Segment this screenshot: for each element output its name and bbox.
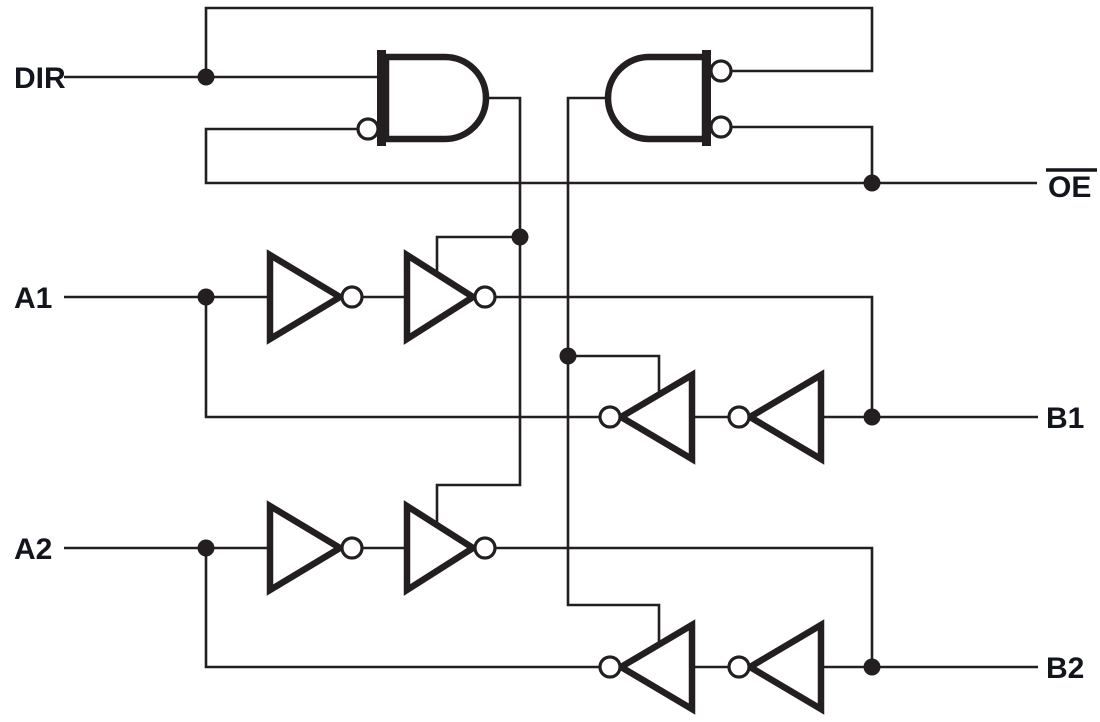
oe-port-label: OE (1048, 171, 1091, 204)
output-bubble (598, 405, 622, 429)
oe-to-reverse-gate-wire (731, 125, 874, 183)
reverse-enable-rail-wire (566, 96, 661, 644)
junction-dot-a2 (197, 539, 215, 557)
a2-to-b2-drive-wire (495, 546, 874, 667)
inverting-input-bubble-top (709, 59, 733, 83)
a1-port-label: A1 (14, 282, 52, 315)
a2-port-label: A2 (14, 533, 52, 566)
b1-port-label: B1 (1046, 402, 1084, 435)
junction-dot-oe (863, 174, 881, 192)
a2-tristate-buffer (403, 500, 497, 596)
buffer-triangle (614, 619, 696, 715)
output-bubble (473, 285, 497, 309)
buffer-triangle (403, 249, 480, 345)
b2-port-label: B2 (1046, 652, 1084, 685)
inverting-input-bubble-bottom (709, 115, 733, 139)
junction-dot-fwd-enable (511, 228, 529, 246)
buffer-triangle (266, 249, 347, 345)
port-labels: DIR A1 A2 OE B1 B2 (14, 62, 1097, 685)
output-bubble (727, 405, 751, 429)
wires (64, 6, 1038, 669)
output-bubble (598, 655, 622, 679)
junction-dots (197, 68, 881, 676)
a2-node-return-wire (204, 548, 599, 669)
inverting-input-bubble (356, 117, 380, 141)
oe-rail-wire (204, 127, 1037, 185)
buffer-triangle (403, 500, 480, 596)
b2-inverter (727, 619, 825, 715)
output-bubble (340, 536, 364, 560)
output-bubble (727, 655, 751, 679)
a2-inverter (266, 500, 364, 596)
a1-tristate-buffer (403, 249, 497, 345)
output-bubble (473, 536, 497, 560)
reverse-enable-and-gate (604, 50, 733, 146)
buffer-triangle (614, 369, 696, 465)
buffer-triangle (743, 619, 825, 715)
a1-inverter (266, 249, 364, 345)
buffer-triangle (266, 500, 347, 596)
b1-tristate-buffer (598, 369, 696, 465)
junction-dot-rev-enable (559, 347, 577, 365)
junction-dot-b1 (863, 408, 881, 426)
and-gate-input-bar (377, 50, 386, 146)
forward-enable-a1-branch (435, 235, 520, 274)
buffer-triangle (743, 369, 825, 465)
a1-to-b1-drive-wire (495, 295, 874, 417)
forward-enable-rail-wire (435, 96, 522, 525)
b2-tristate-buffer (598, 619, 696, 715)
forward-enable-and-gate (356, 50, 490, 146)
a1-node-return-wire (204, 297, 599, 419)
junction-dot-a1 (197, 288, 215, 306)
and-gate-body (382, 53, 490, 143)
b1-inverter (727, 369, 825, 465)
junction-dot-b2 (863, 658, 881, 676)
and-gate-body (604, 53, 709, 143)
and-gate-input-bar (702, 50, 711, 146)
dir-port-label: DIR (14, 62, 66, 95)
junction-dot-dir (197, 68, 215, 86)
output-bubble (340, 285, 364, 309)
reverse-enable-b1-branch (568, 354, 661, 394)
dir-top-rail-wire (204, 6, 874, 77)
